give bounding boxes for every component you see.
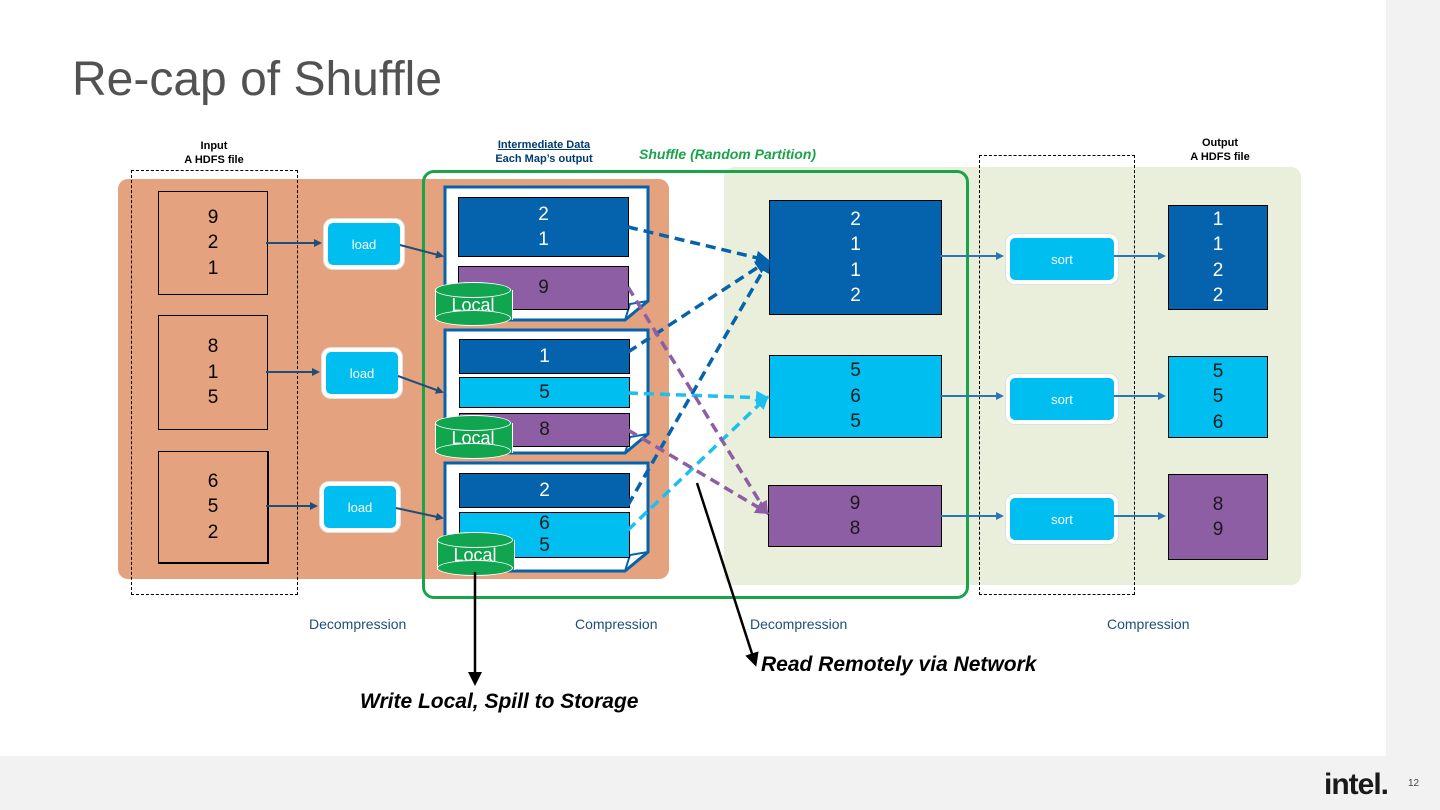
load-button-2: load [322, 348, 402, 398]
value: 2 [850, 208, 861, 230]
intermediate-label: Intermediate Data Each Map’s output [484, 138, 604, 166]
intermediate-subtitle: Each Map’s output [495, 153, 593, 165]
flow-arrows [266, 225, 1166, 686]
value: 8 [849, 518, 861, 539]
value: 1 [539, 345, 550, 367]
sort-button-1: sort [1006, 234, 1118, 284]
reduce-partition-blue: 2 1 1 2 [769, 200, 942, 315]
output-label: Output A HDFS file [1176, 136, 1264, 164]
arrow-load-map-2 [397, 375, 444, 394]
value: 8 [539, 419, 550, 441]
value: 2 [1212, 285, 1224, 306]
value: 1 [1212, 234, 1224, 255]
arrow-read-remote [695, 482, 759, 667]
output-block-3: 8 9 [1168, 474, 1268, 560]
value: 6 [207, 470, 219, 492]
sort-button-3: sort [1006, 494, 1118, 544]
load-button-1: load [324, 219, 404, 269]
value: 1 [538, 229, 549, 250]
value: 5 [850, 411, 861, 433]
local-label: Local [453, 545, 497, 565]
value: 1 [207, 361, 219, 383]
shuffle-arrow-blue-2 [627, 259, 770, 354]
input-title: Input [200, 140, 228, 152]
local-storage-icon-2: Local [435, 415, 513, 459]
page-number: 12 [1408, 778, 1420, 789]
shuffle-arrow-cyan-2 [626, 395, 769, 532]
local-storage-icon-3: Local [437, 532, 515, 576]
value: 2 [207, 521, 219, 543]
input-label: Input A HDFS file [170, 139, 258, 167]
arrow-load-map-3 [395, 507, 444, 521]
value: 2 [538, 203, 549, 225]
caption-decompression-1: Decompression [309, 616, 407, 632]
value: 5 [850, 360, 861, 382]
intel-logo: intel. [1323, 768, 1389, 801]
load-button-3: load [320, 482, 400, 532]
input-block-3: 6 5 2 [158, 451, 269, 564]
value: 1 [1212, 208, 1224, 230]
value: 2 [1212, 259, 1224, 281]
value: 2 [207, 232, 219, 254]
shuffle-arrow-blue-3 [626, 258, 770, 506]
shuffle-arrow-purple-2 [627, 428, 770, 515]
value: 5 [1212, 360, 1224, 382]
value: 2 [539, 479, 550, 501]
input-file-boundary [131, 170, 298, 595]
note-write-local: Write Local, Spill to Storage [360, 690, 639, 713]
page-title: Re-cap of Shuffle [72, 53, 443, 106]
sort-button-2: sort [1006, 374, 1118, 424]
map1-partition-blue: 2 1 [458, 197, 629, 257]
arrow-load-map-1 [399, 244, 444, 259]
note-read-remote: Read Remotely via Network [761, 653, 1037, 676]
value: 5 [539, 381, 550, 403]
value: 1 [207, 257, 219, 279]
caption-compression-2: Compression [1107, 616, 1190, 632]
sort-stage-boundary [979, 155, 1135, 595]
value: 1 [850, 259, 861, 281]
value: 2 [850, 285, 861, 306]
value: 9 [207, 206, 219, 228]
output-title: Output [1201, 137, 1239, 149]
map2-partition-blue: 1 [459, 339, 630, 374]
input-block-1: 9 2 1 [158, 191, 268, 295]
shuffle-arrow-blue-1 [627, 225, 770, 265]
caption-decompression-2: Decompression [750, 616, 848, 632]
intermediate-title: Intermediate Data [497, 139, 591, 151]
right-margin-strip [1386, 0, 1440, 810]
local-storage-icon-1: Local [435, 282, 513, 326]
value: 5 [207, 387, 219, 409]
output-block-2: 5 5 6 [1168, 356, 1268, 438]
reduce-partition-cyan: 5 6 5 [769, 355, 942, 438]
local-label: Local [451, 295, 495, 315]
shuffle-arrow-cyan-1 [627, 390, 770, 405]
output-block-1: 1 1 2 2 [1168, 205, 1268, 310]
caption-compression-1: Compression [575, 616, 658, 632]
value: 5 [1212, 386, 1224, 408]
value: 1 [850, 234, 861, 255]
reduce-partition-purple: 9 8 [768, 485, 942, 547]
value: 9 [849, 492, 861, 514]
value: 5 [539, 535, 550, 556]
value: 9 [1212, 519, 1224, 540]
value: 6 [1212, 411, 1224, 433]
shuffle-arrow-purple-1 [626, 286, 769, 516]
slide: Re-cap of Shuffle Input A HDFS file Inte… [72, 53, 1301, 713]
value: 9 [538, 277, 549, 299]
map3-partition-blue: 2 [459, 473, 630, 508]
value: 6 [539, 513, 550, 534]
value: 8 [1212, 493, 1224, 515]
local-label: Local [451, 428, 495, 448]
footer-bar [0, 756, 1440, 810]
value: 6 [850, 385, 861, 407]
output-subtitle: A HDFS file [1190, 151, 1250, 163]
input-subtitle: A HDFS file [184, 154, 244, 166]
value: 5 [207, 496, 219, 518]
value: 8 [207, 336, 219, 358]
shuffle-title: Shuffle (Random Partition) [639, 146, 817, 162]
